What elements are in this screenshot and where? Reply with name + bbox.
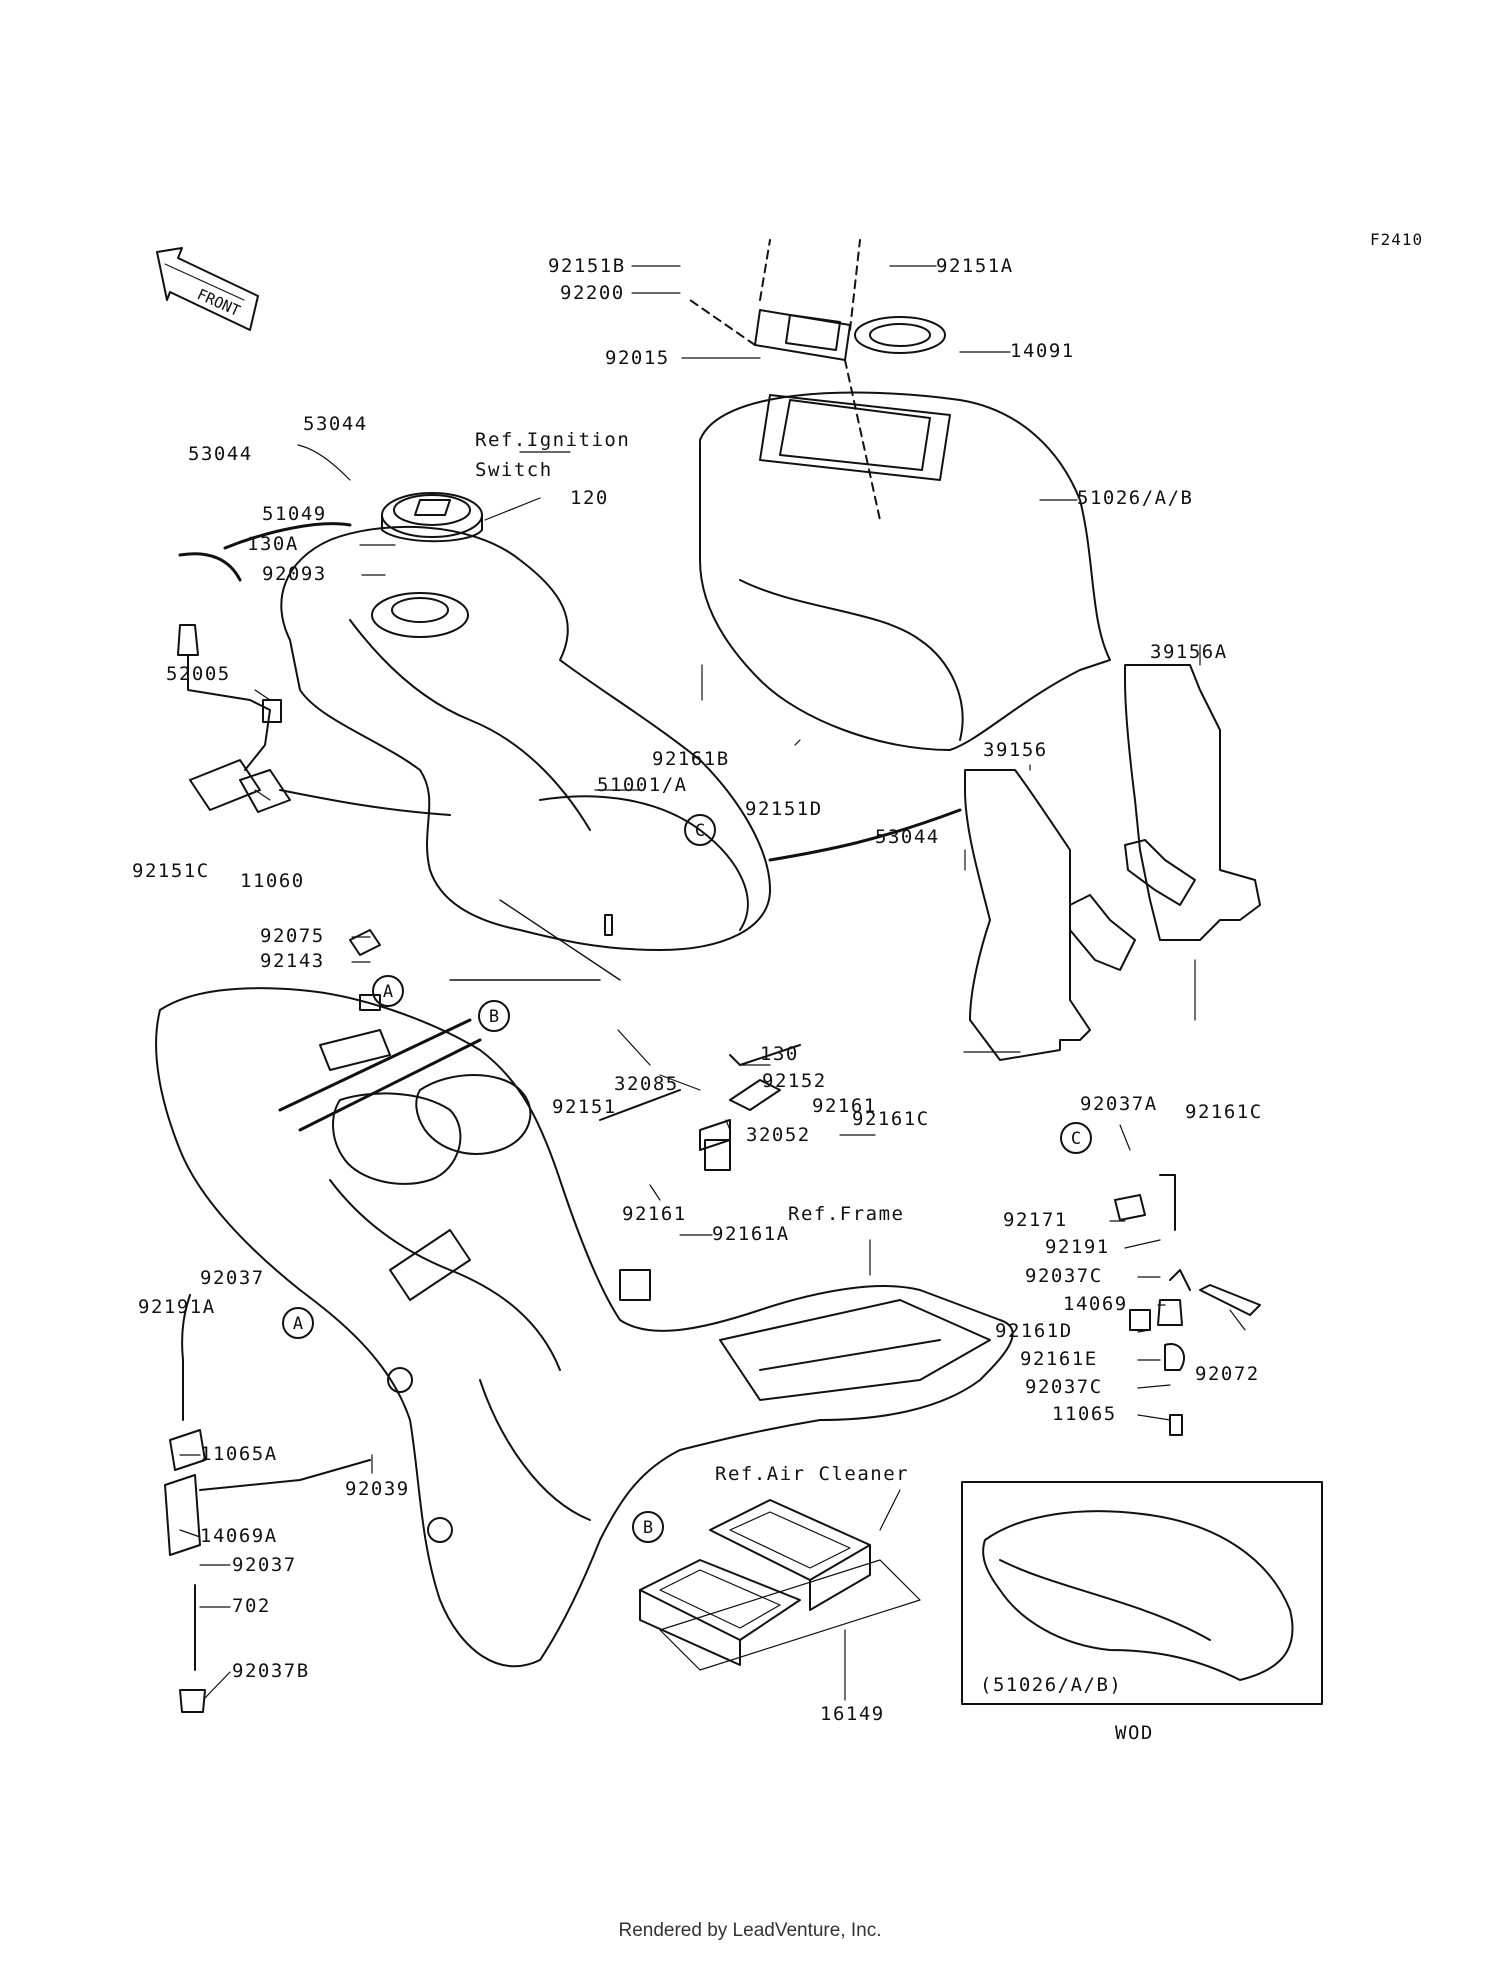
part-label[interactable]: 51049 [262, 503, 327, 525]
strip-drawings [178, 522, 962, 862]
part-label[interactable]: 92161E [1020, 1348, 1098, 1370]
part-label[interactable]: 92037 [200, 1267, 265, 1289]
part-label[interactable]: 92191 [1045, 1236, 1110, 1258]
part-label[interactable]: 32052 [746, 1124, 811, 1146]
part-label[interactable]: 702 [232, 1595, 271, 1617]
part-label[interactable]: 92093 [262, 563, 327, 585]
part-label[interactable]: 39156A [1150, 641, 1228, 663]
part-label[interactable]: 92161 [812, 1095, 877, 1117]
part-label[interactable]: 130A [247, 533, 299, 555]
part-label[interactable]: Ref.Ignition [475, 429, 631, 451]
diagram-code: F2410 [1370, 230, 1424, 249]
callout-b-letter: B [489, 1007, 499, 1027]
part-label[interactable]: 92161C [852, 1108, 930, 1130]
part-label[interactable]: 51026/A/B [1077, 487, 1194, 509]
part-label[interactable]: 92037C [1025, 1265, 1103, 1287]
part-label[interactable]: 92015 [605, 347, 670, 369]
leader-lines [179, 265, 1246, 1701]
tank-cover-drawing [689, 239, 1111, 751]
part-label[interactable]: 92151D [745, 798, 823, 820]
front-arrow-icon [156, 247, 259, 331]
part-label[interactable]: 53044 [875, 826, 940, 848]
part-label[interactable]: 11065 [1052, 1403, 1117, 1425]
fuel-tank-drawing [280, 525, 771, 981]
part-label[interactable]: 53044 [303, 413, 368, 435]
part-label[interactable]: 120 [570, 487, 609, 509]
footer-credit: Rendered by LeadVenture, Inc. [618, 1920, 882, 1941]
knee-pad-drawing [964, 664, 1261, 1061]
part-label[interactable]: 53044 [188, 443, 253, 465]
part-label[interactable]: 52005 [166, 663, 231, 685]
part-label[interactable]: 92151 [552, 1096, 617, 1118]
part-label[interactable]: 92039 [345, 1478, 410, 1500]
part-label[interactable]: 92151C [132, 860, 210, 882]
part-label[interactable]: 92143 [260, 950, 325, 972]
part-label[interactable]: 14069 [1063, 1293, 1128, 1315]
part-label[interactable]: 92161 [622, 1203, 687, 1225]
part-label[interactable]: Ref.Frame [788, 1203, 905, 1225]
part-label[interactable]: 11060 [240, 870, 305, 892]
part-label[interactable]: 130 [760, 1043, 799, 1065]
callout-a2-letter: A [293, 1314, 303, 1334]
part-label[interactable]: 92191A [138, 1296, 216, 1318]
part-label[interactable]: 39156 [983, 739, 1048, 761]
part-label[interactable]: 92171 [1003, 1209, 1068, 1231]
callout-b2-letter: B [643, 1518, 653, 1538]
part-label[interactable]: 92161A [712, 1223, 790, 1245]
callout-b2-circle [632, 1511, 664, 1543]
fuel-pump-drawing [177, 624, 451, 816]
part-label[interactable]: 51001/A [597, 774, 688, 796]
callout-c-letter: C [695, 821, 705, 841]
part-label[interactable]: Ref.Air Cleaner [715, 1463, 910, 1485]
callout-c2-circle [1060, 1122, 1092, 1154]
callout-circles [282, 814, 1092, 1543]
part-label[interactable]: 92161D [995, 1320, 1073, 1342]
part-label[interactable]: 92075 [260, 925, 325, 947]
part-label[interactable]: 14069A [200, 1525, 278, 1547]
part-label[interactable]: 92037A [1080, 1093, 1158, 1115]
part-label[interactable]: 92200 [560, 282, 625, 304]
part-label[interactable]: 11065A [200, 1443, 278, 1465]
part-label[interactable]: 92037 [232, 1554, 297, 1576]
callout-c2-letter: C [1071, 1129, 1081, 1149]
air-cleaner-drawing [639, 1499, 921, 1671]
part-label[interactable]: 92037B [232, 1660, 310, 1682]
part-label[interactable]: 16149 [820, 1703, 885, 1725]
inset-box [961, 1481, 1323, 1705]
part-label[interactable]: 32085 [614, 1073, 679, 1095]
inset-caption: (51026/A/B) [980, 1674, 1123, 1696]
part-label[interactable]: Switch [475, 459, 553, 481]
part-label[interactable]: 92072 [1195, 1363, 1260, 1385]
part-label[interactable]: 92151B [548, 255, 626, 277]
part-label[interactable]: 92161B [652, 748, 730, 770]
callout-c-circle [684, 814, 716, 846]
part-label[interactable]: 92152 [762, 1070, 827, 1092]
part-label[interactable]: 92161C [1185, 1101, 1263, 1123]
hose-parts-drawing [164, 1174, 1261, 1713]
frame-drawing [155, 987, 1014, 1668]
callout-a-circle [372, 975, 404, 1007]
part-label[interactable]: 14091 [1010, 340, 1075, 362]
callout-a-letter: A [383, 982, 393, 1002]
callout-letters: A B C A B C [293, 821, 1081, 1538]
callout-a2-circle [282, 1307, 314, 1339]
part-label[interactable]: 92037C [1025, 1376, 1103, 1398]
inset-note: WOD [1115, 1722, 1154, 1744]
fuel-cap-drawing [381, 492, 483, 543]
callout-b-circle [478, 1000, 510, 1032]
part-label[interactable]: 92151A [936, 255, 1014, 277]
